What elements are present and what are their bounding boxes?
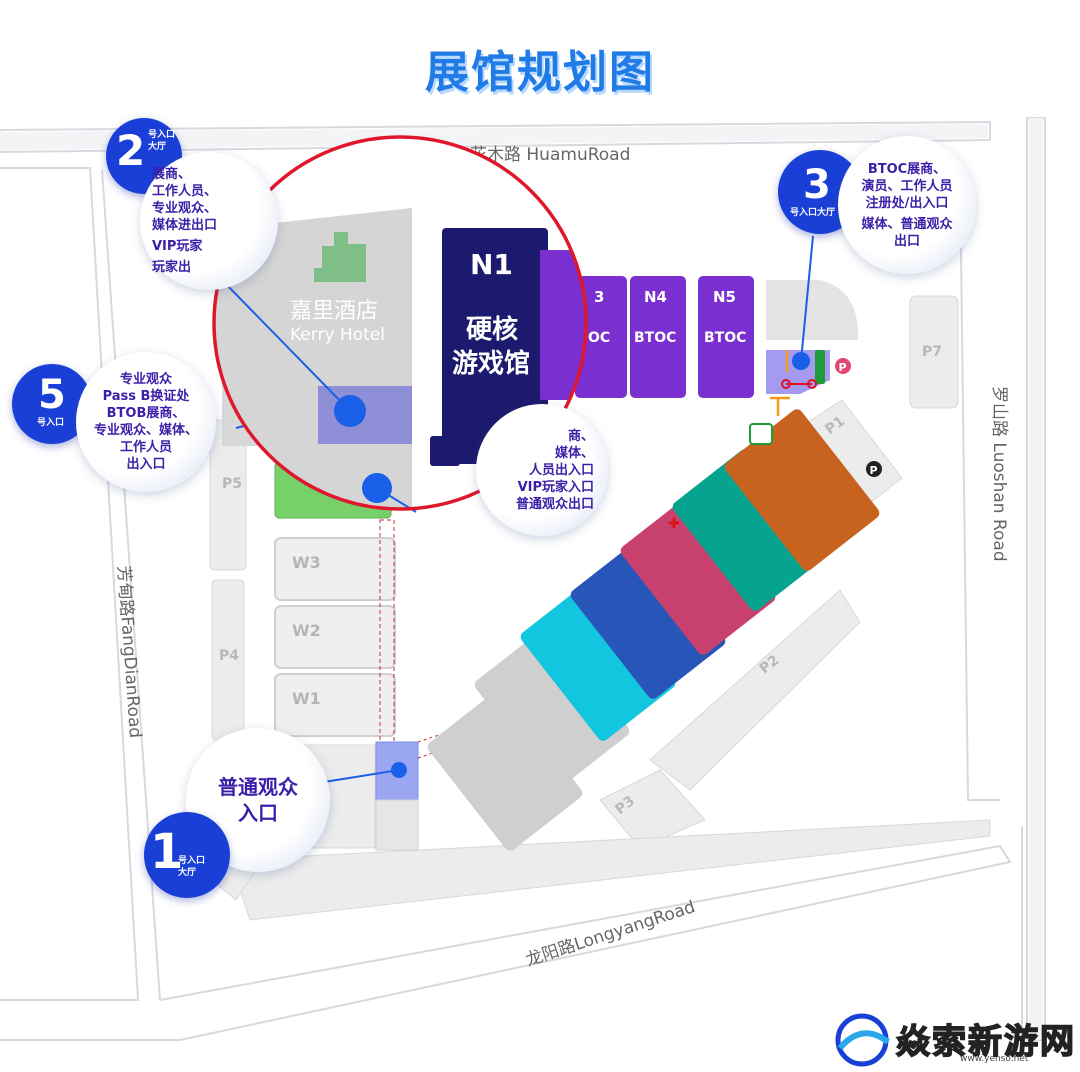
hall-n3-tag: OC [588,330,610,346]
hall-w3-label: W3 [292,553,321,572]
medical-icon: ✚ [668,516,680,532]
n1-code: N1 [470,248,513,281]
e1-line-1: 入口 [238,801,278,825]
e3-line-4: 出口 [893,233,920,249]
parking-lower [229,819,991,921]
parking-icon-n-label: P [839,361,847,374]
hall-n5 [698,276,754,398]
e5-line-2: BTOB展商、 [106,406,186,421]
e2-line-3: 媒体进出口 [152,218,218,233]
hall-n5-tag: BTOC [704,330,746,346]
page-title: 展馆规划图 [425,47,655,98]
road-fills [0,118,1043,1040]
entrance-2-sub1: 号入口 [148,130,176,140]
w-hall-labels: W3 W2 W1 [292,553,321,708]
watermark-url: www.yenso.net [960,1054,1029,1064]
entrance-2-badge: 2 号入口 大厅 [106,118,182,194]
bus-stop-icon [749,423,773,445]
n1e-line-0: 商、 [567,428,594,444]
w-halls [274,537,396,737]
hall-w3 [274,537,396,601]
hall-w1-label: W1 [292,689,321,708]
e1-line-0: 普通观众 [218,775,298,799]
watermark-text: 焱索新游网 [895,1021,1076,1063]
n1e-line-4: 普通观众出口 [515,496,594,512]
red-dashed-path [379,519,395,743]
entrance-2-sub2: 大厅 [148,142,167,152]
hall-n5-code: N5 [713,288,736,306]
hotel-building-icon [314,232,366,282]
parking-p5-label: P5 [222,476,242,492]
n1e-line-3: VIP玩家入口 [517,479,594,495]
entrance-2-info: 展商、 工作人员、 专业观众、 媒体进出口 VIP玩家 玩家出 [140,152,278,290]
hall-n3 [575,276,627,398]
s-halls [427,409,880,851]
n-halls: 3 OC N4 BTOC N5 BTOC [575,276,754,398]
e3-line-3: 媒体、普通观众 [861,216,953,232]
hall-n4-code: N4 [644,288,667,306]
n1-entrance-info: 商、 媒体、 人员出入口 VIP玩家入口 普通观众出口 [476,404,608,536]
n1-hall [442,228,548,464]
entrance-3-area [766,280,859,340]
road-top-label: 花木路 HuamuRoad [470,145,630,165]
e2-line-5: 玩家出 [152,260,192,275]
e3-line-0: BTOC展商、 [867,161,947,177]
entrance-1-number: 1 [150,824,184,880]
hall-n4 [630,276,686,398]
parking-p4-label: P4 [219,648,239,664]
n1-name-line1: 硬核 [466,314,518,345]
e3-line-1: 演员、工作人员 [861,178,953,194]
hall-w2-label: W2 [292,621,321,640]
e5-line-3: 专业观众、媒体、 [93,423,198,438]
parking-lots [209,295,991,921]
road-outlines [0,117,1046,1041]
entrance-5-number: 5 [38,372,66,418]
entrance-3-number: 3 [803,162,831,208]
traffic-sign-icon [815,350,825,384]
entrance-1-annex [375,799,419,851]
road-right-label: 罗山路 Luoshan Road [989,386,1009,562]
hall-w1 [274,673,396,737]
e2-line-4: VIP玩家 [152,239,203,254]
e3-line-2: 注册处/出入口 [865,195,949,211]
e5-line-4: 工作人员 [119,440,172,455]
orange-arrow-3 [770,350,790,416]
n1-name-line2: 游戏馆 [452,348,530,379]
hall-n3-code: 3 [594,288,604,306]
hotel-name-en: Kerry Hotel [290,325,385,345]
entrance-1-sub2: 大厅 [178,868,197,878]
n1e-line-1: 媒体、 [554,445,594,461]
parking-p2 [649,589,861,791]
e2-line-2: 专业观众、 [152,201,218,216]
parking-p7 [909,295,959,409]
entrance-3-info: BTOC展商、 演员、工作人员 注册处/出入口 媒体、普通观众 出口 [838,136,976,274]
lens-ring [212,135,588,511]
entrance-3-sub1: 号入口大厅 [790,208,836,218]
entrance-5-sub1: 号入口 [37,418,65,428]
e5-line-0: 专业观众 [119,372,172,387]
bus-icon [564,222,580,238]
e5-line-1: Pass B换证处 [102,389,190,404]
e2-line-1: 工作人员、 [152,184,218,199]
hotel-name-cn: 嘉里酒店 [290,299,378,324]
entrance-2-number: 2 [116,126,146,175]
watermark-logo-icon [835,1013,890,1067]
e5-line-5: 出入口 [126,457,166,472]
entrance-1-sub1: 号入口 [178,856,206,866]
entrance-5-info: 专业观众 Pass B换证处 BTOB展商、 专业观众、媒体、 工作人员 出入口 [76,352,216,492]
hall-w2 [274,605,396,669]
e2-line-0: 展商、 [152,167,192,182]
watermark [832,1012,1072,1068]
hall-n4-tag: BTOC [634,330,676,346]
parking-p7-label: P7 [922,344,942,360]
entrance-1-badge: 1 号入口 大厅 [144,812,230,898]
parking-icon-p1: P [870,464,878,477]
n1e-line-2: 人员出入口 [528,462,594,478]
parking-icon-n [835,358,851,374]
parking-p3 [599,769,706,849]
